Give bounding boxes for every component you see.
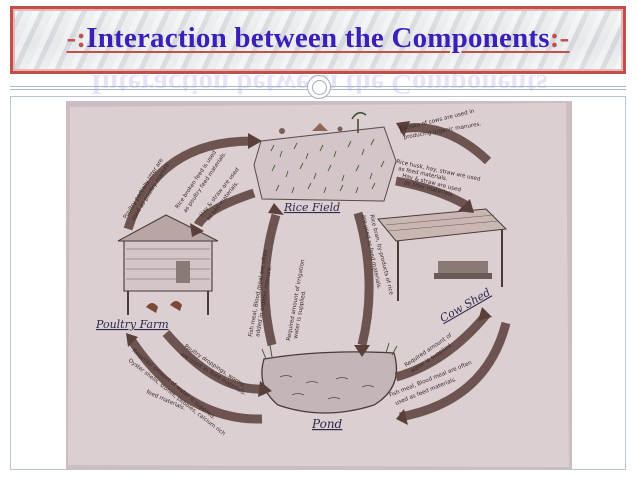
circle-ornament-icon xyxy=(307,75,331,99)
arrow-rice-to-cow xyxy=(395,176,469,209)
arrow-pond-to-poultry xyxy=(128,338,263,424)
arrow-pond-to-cow xyxy=(394,312,490,382)
arrow-rice-to-pond xyxy=(353,211,374,347)
node-rice-field: Rice Field xyxy=(283,201,340,214)
arrow-poultry-to-rice xyxy=(123,136,253,231)
node-pond: Pond xyxy=(311,417,343,431)
title-banner: -:Interaction between the Components:- xyxy=(10,6,626,74)
diagram-photo: Rice Field Poultry Farm Cow Shed Pon xyxy=(66,101,572,469)
slide-title: -:Interaction between the Components:- xyxy=(13,22,623,55)
title-prefix: -: xyxy=(66,22,87,54)
arrow-rice-to-poultry xyxy=(193,188,256,228)
arrow-pond-to-rice xyxy=(260,213,281,347)
title-suffix: :- xyxy=(549,22,570,54)
cow-shed-illustration xyxy=(377,208,508,301)
arrow-cow-to-pond xyxy=(399,321,511,422)
pond-illustration xyxy=(261,342,398,414)
poultry-house-illustration xyxy=(117,214,219,315)
rice-field-illustration xyxy=(253,112,397,202)
node-poultry-farm: Poultry Farm xyxy=(95,318,169,331)
title-text: Interaction between the Components xyxy=(86,22,550,54)
arrow-poultry-to-pond xyxy=(162,330,263,394)
arrow-cow-to-rice xyxy=(399,123,492,165)
